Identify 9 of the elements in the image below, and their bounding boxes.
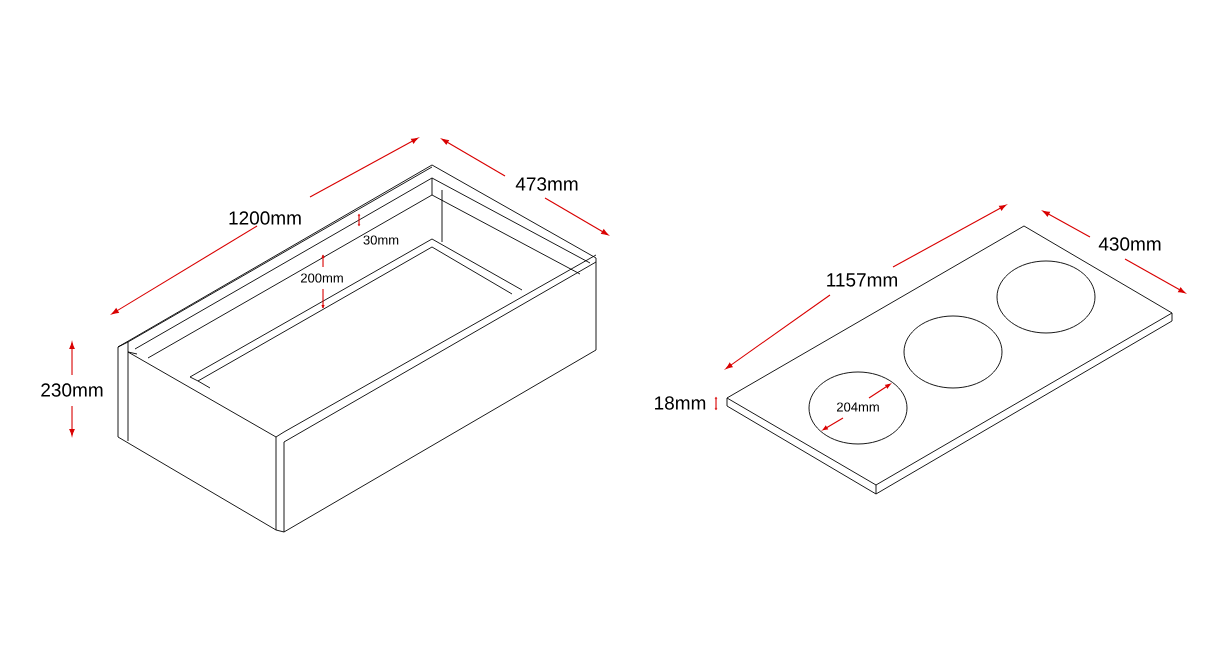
dimension-label: 1157mm: [827, 273, 897, 287]
dimension-label: 430mm: [1098, 237, 1161, 251]
dimension-label: 30mm: [363, 235, 399, 245]
dimension-label: 18mm: [655, 396, 706, 410]
dimension-label: 473mm: [515, 177, 578, 191]
dimension-label: 200mm: [301, 273, 343, 283]
dimension-label: 1200mm: [229, 211, 301, 225]
dimension-label: 230mm: [41, 383, 103, 397]
dimension-label: 204mm: [837, 402, 879, 412]
